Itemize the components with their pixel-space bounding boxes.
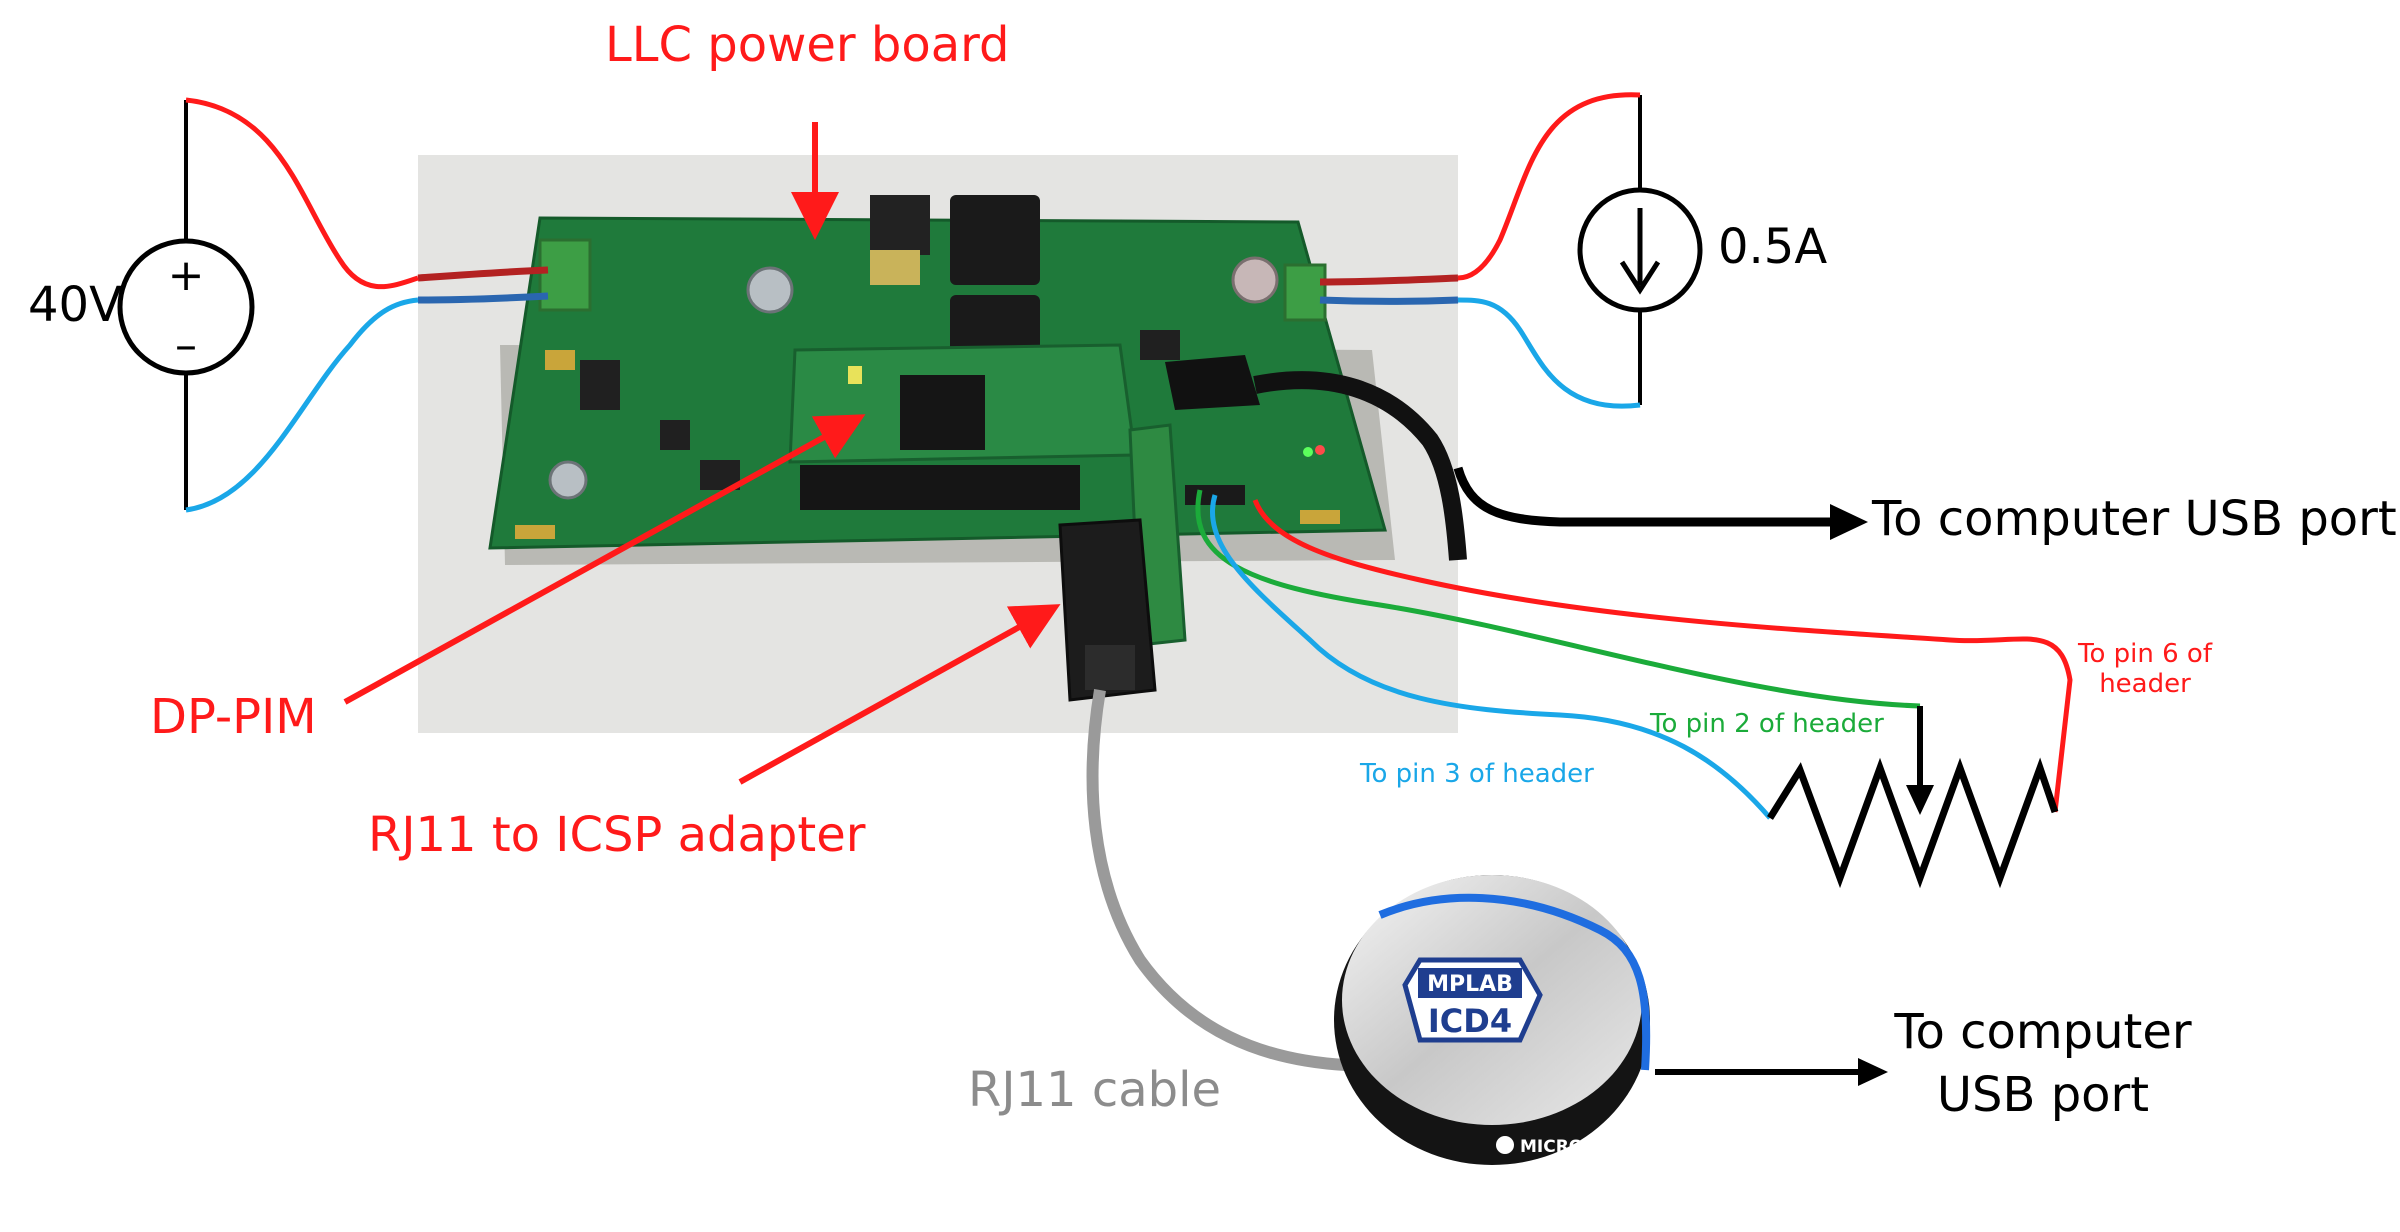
wire-red-left <box>185 97 419 290</box>
wire-green-pin2 <box>1195 489 1921 709</box>
icd4-badge-top <box>1418 968 1522 998</box>
label-rj11-adapter: RJ11 to ICSP adapter <box>368 807 866 863</box>
current-arrow-icon <box>1619 260 1661 295</box>
voltage-source <box>117 100 255 510</box>
minus-symbol: – <box>175 320 197 371</box>
debugger-blue-ring <box>1378 893 1651 1071</box>
lead-red-left-photo <box>417 266 549 282</box>
label-usb-top: To computer USB port <box>1872 491 2397 547</box>
rj11-cable <box>1086 689 1346 1071</box>
icd4-debugger: MPLAB ICD4 MICROCHIP <box>1334 875 1651 1165</box>
label-40v: 40V <box>28 277 122 333</box>
usb-arrow-head-icon <box>1830 504 1868 540</box>
capacitor <box>746 266 794 314</box>
terminal-block-left <box>538 238 592 312</box>
usb-cable-photo <box>1253 371 1467 561</box>
icd4-badge-line2: ICD4 <box>1428 1002 1512 1040</box>
icd4-badge-line1: MPLAB <box>1427 972 1513 997</box>
label-pin6-line1: To pin 6 of <box>2078 639 2212 669</box>
label-llc-power-board: LLC power board <box>605 17 1010 73</box>
wire-red-right <box>1457 92 1641 281</box>
lead-blue-right-photo <box>1319 296 1459 305</box>
label-rj11-cable: RJ11 cable <box>968 1062 1221 1118</box>
pim-socket <box>800 465 1080 510</box>
capacitor <box>548 460 588 500</box>
lead-red-right-photo <box>1319 274 1459 286</box>
label-pin3: To pin 3 of header <box>1360 759 1594 789</box>
ic-chip <box>660 420 690 450</box>
led-green <box>1303 447 1313 457</box>
led-red <box>1315 445 1325 455</box>
label-usb-bottom-line1: To computer <box>1894 1004 2192 1060</box>
lead-blue-left-photo <box>417 292 549 304</box>
label-usb-bottom: To computer USB port <box>1878 1004 2208 1124</box>
board-photo <box>417 155 1467 733</box>
capacitor <box>1231 256 1279 304</box>
current-source <box>1577 95 1703 405</box>
inductor <box>870 195 930 255</box>
plus-symbol: + <box>168 250 205 301</box>
label-usb-bottom-line2: USB port <box>1936 1067 2150 1124</box>
dp-pim-mcu <box>900 375 985 450</box>
resistor-zigzag <box>1767 757 2059 889</box>
voltage-source-circle <box>117 238 255 376</box>
arrow-dp-pim <box>343 414 866 705</box>
wire-red-pin6 <box>1252 499 2073 813</box>
terminal-block-right <box>1283 263 1327 322</box>
label-pin6: To pin 6 of header <box>2070 639 2220 700</box>
arrow-rj11-adapter <box>738 604 1061 785</box>
wire-blue-right <box>1457 297 1641 409</box>
wiper-arrow-icon <box>1906 785 1934 815</box>
usb-cable-plug <box>1165 355 1260 410</box>
pcb-pad <box>515 525 555 539</box>
wire-blue-pin3 <box>1210 494 1772 820</box>
usb-cable-to-computer <box>1453 466 1840 527</box>
label-0-5a: 0.5A <box>1718 219 1828 275</box>
wire-blue-left <box>185 297 419 513</box>
pcb-pad <box>545 350 575 370</box>
ic-chip <box>580 360 620 410</box>
debugger-usb-arrow-icon <box>1858 1058 1888 1086</box>
transformer-top <box>950 195 1040 285</box>
label-pin6-line2: header <box>2099 668 2191 699</box>
rj11-connector-clip <box>1085 645 1135 690</box>
label-pin2: To pin 2 of header <box>1650 709 1884 739</box>
microchip-brand: MICROCHIP <box>1520 1137 1629 1157</box>
label-dp-pim: DP-PIM <box>150 689 317 745</box>
led-yellow <box>848 366 862 384</box>
potentiometer <box>1767 706 2059 889</box>
microchip-logo-icon <box>1496 1136 1514 1154</box>
pcb-pad <box>1300 510 1340 524</box>
ic-chip <box>1140 330 1180 360</box>
inductor-yellow <box>870 250 920 285</box>
